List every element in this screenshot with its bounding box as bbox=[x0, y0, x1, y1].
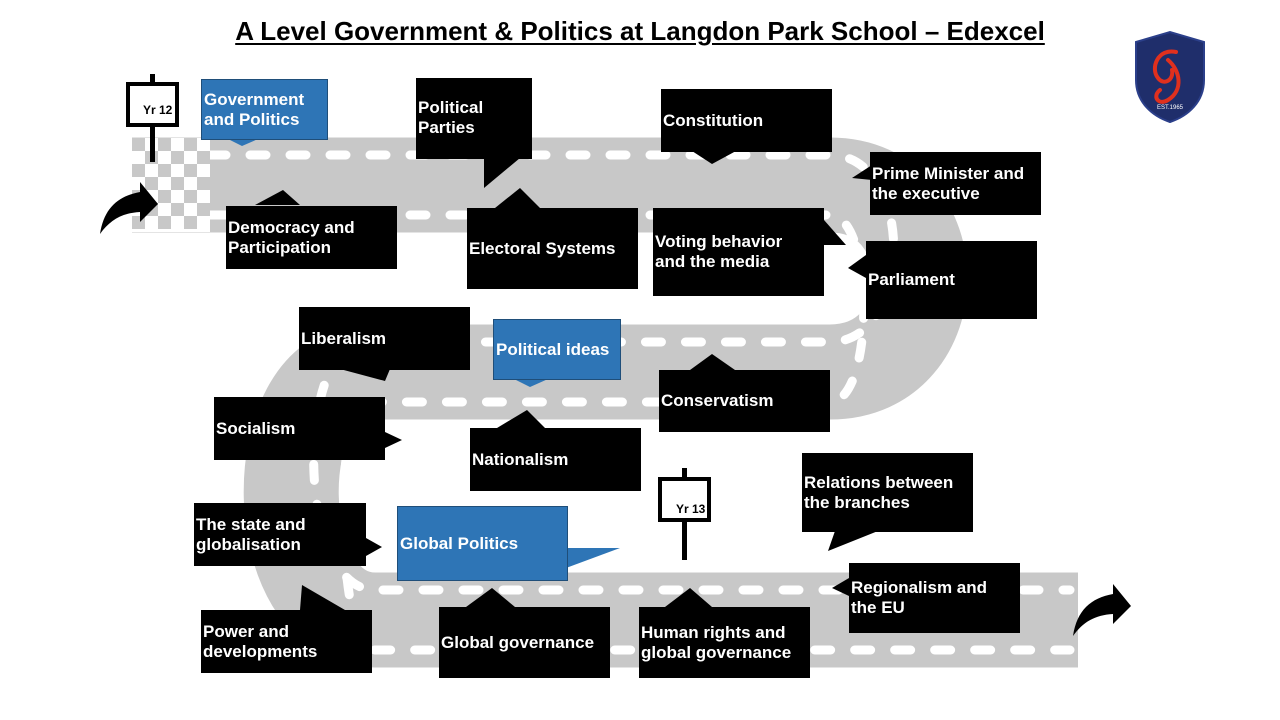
yr13-sign-label: Yr 13 bbox=[676, 502, 706, 516]
topic-label: Liberalism bbox=[301, 328, 387, 348]
page-title-text: A Level Government & Politics at Langdon… bbox=[235, 16, 1045, 46]
topic-socialism: Socialism bbox=[214, 397, 385, 460]
topic-label: Democracy and Participation bbox=[228, 217, 355, 257]
topic-relations-between-branches: Relations between the branches bbox=[802, 453, 973, 532]
topic-parliament: Parliament bbox=[866, 241, 1037, 319]
topic-label: Regionalism and the EU bbox=[851, 578, 988, 617]
topic-label: The state and globalisation bbox=[196, 514, 306, 554]
topic-label: Political ideas bbox=[496, 339, 610, 359]
topic-label: Human rights and global governance bbox=[641, 622, 792, 662]
yr12-sign-label: Yr 12 bbox=[143, 103, 173, 117]
start-arrow-icon bbox=[100, 182, 158, 234]
topic-constitution: Constitution bbox=[661, 89, 832, 152]
topic-label: Government and Politics bbox=[204, 89, 305, 129]
topic-democracy-and-participation: Democracy and Participation bbox=[226, 206, 397, 269]
topic-label: Parliament bbox=[868, 270, 955, 289]
topic-label: Electoral Systems bbox=[469, 238, 616, 258]
topic-label: Global Politics bbox=[400, 533, 519, 553]
topic-label: Voting behavior and the media bbox=[655, 232, 783, 271]
topic-nationalism: Nationalism bbox=[470, 428, 641, 491]
topic-label: Socialism bbox=[216, 418, 296, 438]
yr13-signpost bbox=[658, 468, 711, 560]
topic-electoral-systems: Electoral Systems bbox=[467, 208, 638, 289]
finish-arrow-icon bbox=[1073, 584, 1131, 636]
topic-regionalism-and-eu: Regionalism and the EU bbox=[849, 563, 1020, 633]
topic-conservatism: Conservatism bbox=[659, 370, 830, 432]
topic-state-and-globalisation: The state and globalisation bbox=[194, 503, 366, 566]
topic-power-and-developments: Power and developments bbox=[201, 610, 372, 673]
topic-label: Global governance bbox=[441, 632, 595, 652]
topic-label: Nationalism bbox=[472, 449, 569, 469]
blue-callout-pointers bbox=[228, 139, 620, 568]
topic-political-ideas: Political ideas bbox=[493, 319, 621, 380]
topic-label: Relations between the branches bbox=[804, 473, 954, 512]
topic-human-rights-and-global-governance: Human rights and global governance bbox=[639, 607, 810, 678]
callout-pointers bbox=[255, 151, 878, 610]
topic-global-governance: Global governance bbox=[439, 607, 610, 678]
topic-label: Power and developments bbox=[203, 621, 318, 661]
school-crest-logo: EST.1965 bbox=[1135, 30, 1205, 124]
topic-global-politics: Global Politics bbox=[397, 506, 568, 581]
topic-label: Constitution bbox=[663, 110, 764, 130]
page-title: A Level Government & Politics at Langdon… bbox=[0, 16, 1280, 47]
topic-liberalism: Liberalism bbox=[299, 307, 470, 370]
topic-prime-minister-and-executive: Prime Minister and the executive bbox=[870, 152, 1041, 215]
topic-label: Prime Minister and the executive bbox=[872, 163, 1025, 203]
topic-political-parties: Political Parties bbox=[416, 78, 532, 159]
topic-government-and-politics: Government and Politics bbox=[201, 79, 328, 140]
crest-est-text: EST.1965 bbox=[1157, 105, 1184, 111]
yr12-signpost bbox=[126, 74, 179, 162]
topic-label: Conservatism bbox=[661, 391, 774, 410]
topic-label: Political Parties bbox=[418, 98, 484, 137]
topic-voting-behavior-and-media: Voting behavior and the media bbox=[653, 208, 824, 296]
